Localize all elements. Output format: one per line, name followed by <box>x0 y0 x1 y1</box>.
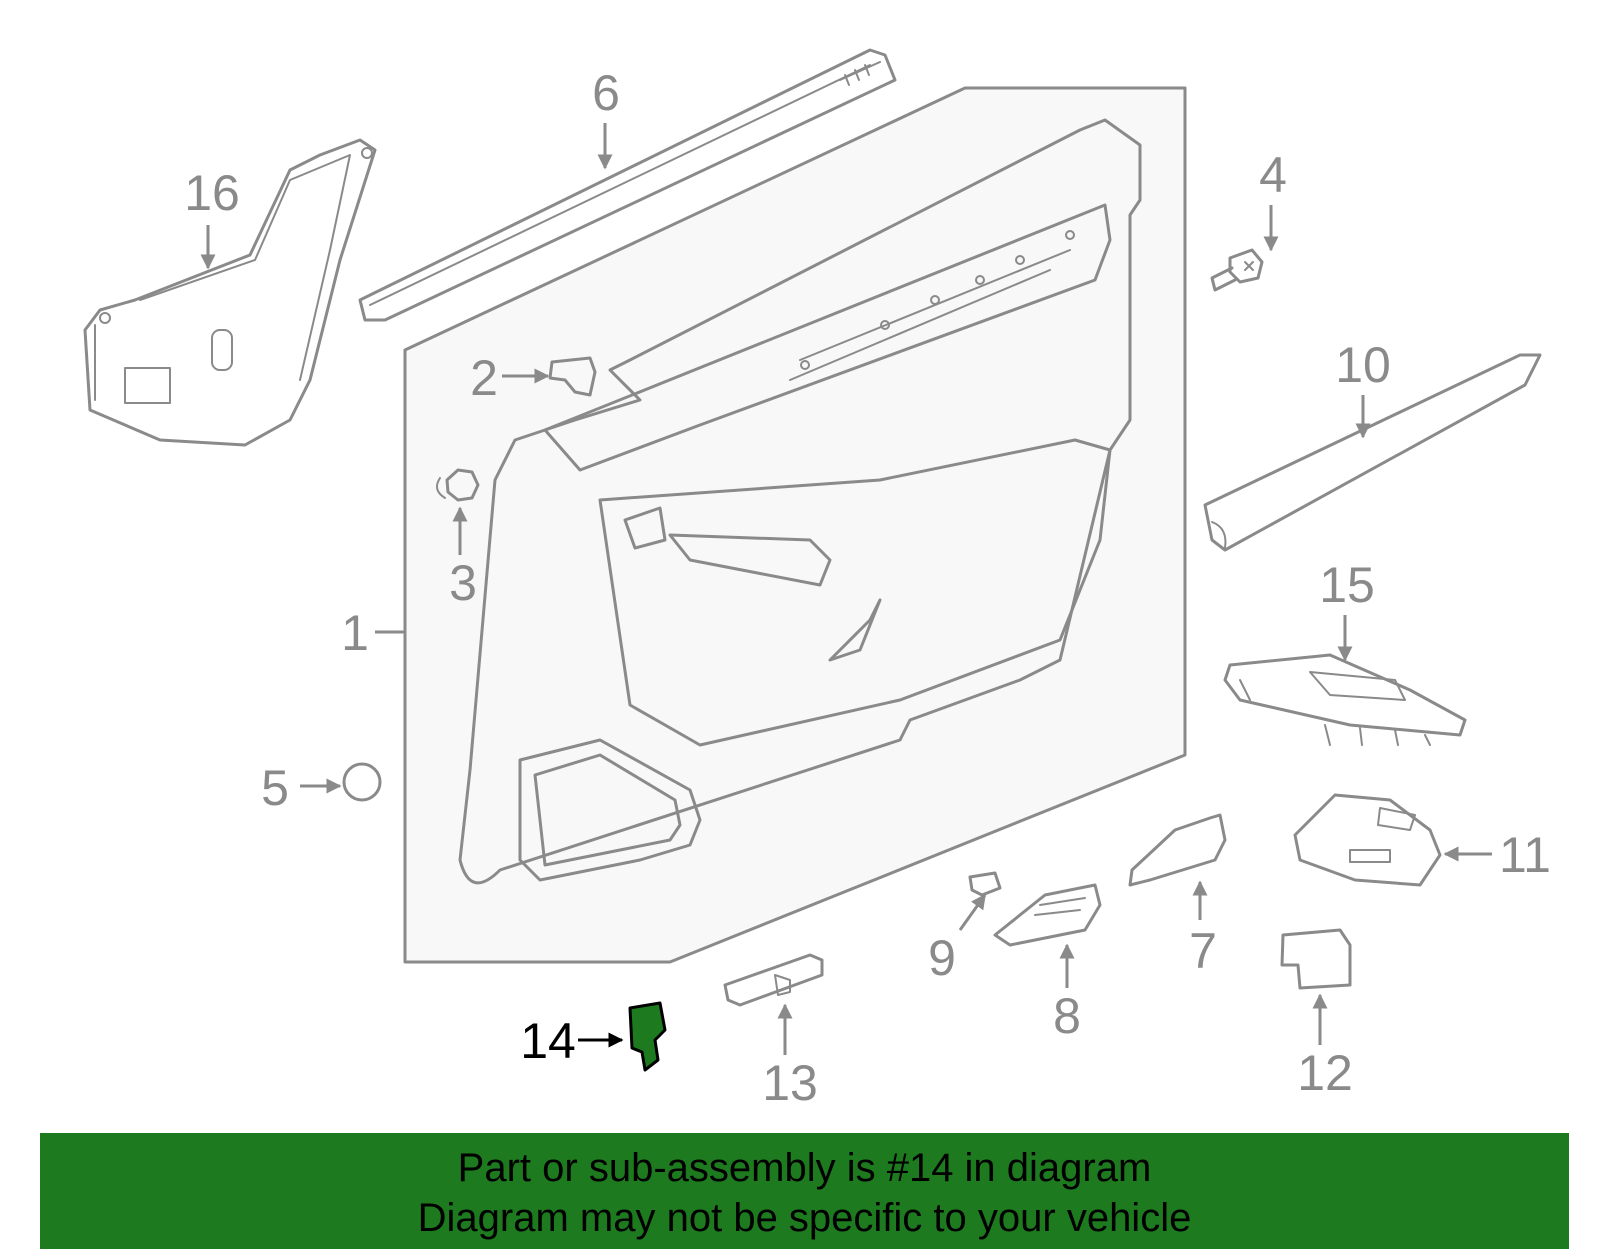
part-3-shape <box>435 468 480 502</box>
callout-9: 9 <box>928 930 956 986</box>
callout-2: 2 <box>470 350 498 406</box>
part-4-shape <box>1210 248 1264 292</box>
part-10-shape <box>1203 353 1542 552</box>
callout-16: 16 <box>184 165 240 221</box>
part-11-shape <box>1293 793 1442 887</box>
part-5-shape <box>342 762 382 802</box>
callout-4: 4 <box>1259 147 1287 203</box>
banner-line-1: Part or sub-assembly is #14 in diagram <box>457 1146 1152 1190</box>
callout-12: 12 <box>1297 1045 1353 1101</box>
leader-9 <box>958 893 987 931</box>
part-7-shape <box>1128 813 1227 887</box>
parts-diagram: 1 2 3 4 5 6 7 8 9 10 11 12 13 14 15 16 <box>83 48 1551 1111</box>
callout-3: 3 <box>449 555 477 611</box>
callout-8: 8 <box>1053 988 1081 1044</box>
callout-15: 15 <box>1319 557 1375 613</box>
callout-11: 11 <box>1499 827 1551 883</box>
callout-6: 6 <box>592 65 620 121</box>
callout-5: 5 <box>261 760 289 816</box>
banner-line-2: Diagram may not be specific to your vehi… <box>417 1196 1192 1240</box>
part-15-shape <box>1223 653 1467 746</box>
callout-10: 10 <box>1335 337 1391 393</box>
info-banner: Part or sub-assembly is #14 in diagram D… <box>40 1133 1569 1249</box>
door-trim-panel <box>403 86 1187 964</box>
part-13-shape <box>723 953 824 1007</box>
part-14-highlighted-shape <box>628 1001 667 1072</box>
callout-7: 7 <box>1189 923 1217 979</box>
callout-14: 14 <box>520 1013 576 1069</box>
part-8-shape <box>993 883 1102 947</box>
part-2-shape <box>548 356 597 397</box>
callout-13: 13 <box>762 1055 818 1111</box>
part-6-shape <box>358 48 897 322</box>
callout-1: 1 <box>341 605 369 661</box>
part-9-shape <box>968 871 1002 897</box>
part-16-shape <box>83 138 377 447</box>
part-12-shape <box>1280 928 1352 990</box>
